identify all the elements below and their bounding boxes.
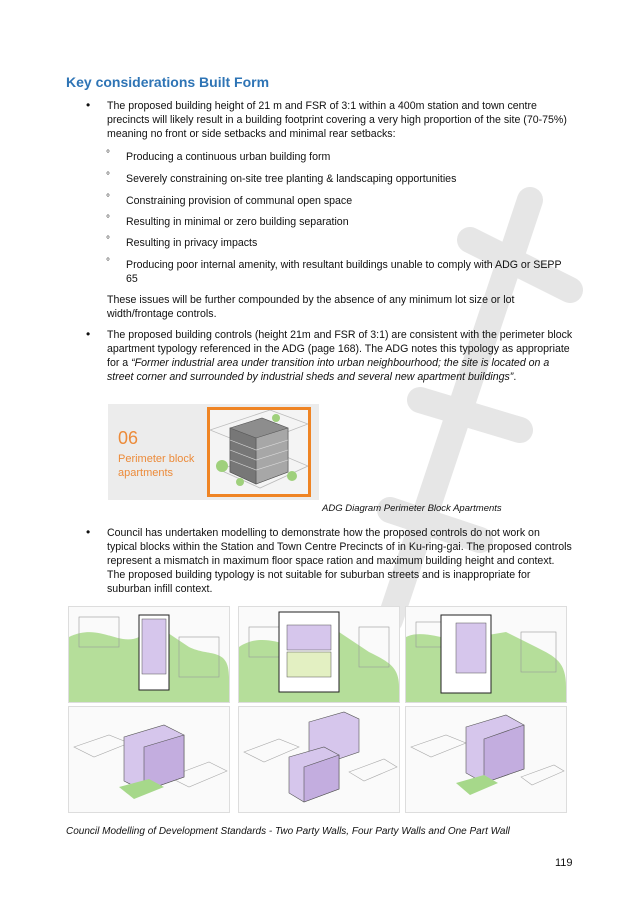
bullet-1-marker: • xyxy=(86,98,91,112)
adg-card-label: Perimeter block apartments xyxy=(118,452,208,480)
bullet-1-line: meaning no front or side setbacks and mi… xyxy=(107,128,396,140)
site-plan-2 xyxy=(239,611,399,702)
massing-thumbnail-3 xyxy=(405,706,567,813)
bullet-3-line: Council has undertaken modelling to demo… xyxy=(107,527,540,539)
bullet-2-line: apartment typology referenced in the ADG… xyxy=(107,343,570,355)
quote-run: “Former industrial area under transition… xyxy=(131,357,550,369)
bullet-3-text: Council has undertaken modelling to demo… xyxy=(107,526,589,596)
compound-paragraph: These issues will be further compounded … xyxy=(107,293,589,321)
plan-thumbnail-3 xyxy=(405,606,567,703)
compound-line: width/frontage controls. xyxy=(107,308,217,320)
plan-thumbnail-2 xyxy=(238,606,400,703)
massing-thumbnail-2 xyxy=(238,706,400,813)
sub-item-line: 65 xyxy=(126,273,138,285)
sub-marker: ° xyxy=(106,235,110,246)
sub-item: Resulting in minimal or zero building se… xyxy=(126,216,349,228)
page-number: 119 xyxy=(555,857,573,869)
sub-item: Severely constraining on-site tree plant… xyxy=(126,173,457,185)
bullet-2-line: The proposed building controls (height 2… xyxy=(107,329,573,341)
quote-run: street corner and surrounded by industri… xyxy=(107,371,514,383)
bullet-3-line: suburban infill context. xyxy=(107,583,213,595)
sub-marker: ° xyxy=(106,193,110,204)
sub-item: Resulting in privacy impacts xyxy=(126,237,258,249)
sub-marker: ° xyxy=(106,257,110,268)
massing-model-2 xyxy=(243,711,398,803)
bullet-1-line: The proposed building height of 21 m and… xyxy=(107,100,537,112)
bullet-3-line: represent a mismatch in maximum floor sp… xyxy=(107,555,555,567)
massing-thumbnail-1 xyxy=(68,706,230,813)
adg-caption: ADG Diagram Perimeter Block Apartments xyxy=(322,503,502,514)
compound-line: These issues will be further compounded … xyxy=(107,294,515,306)
plan-thumbnail-1 xyxy=(68,606,230,703)
sub-marker: ° xyxy=(106,171,110,182)
bullet-3-line: The proposed building typology is not su… xyxy=(107,569,531,581)
massing-model-1 xyxy=(73,724,228,799)
sub-item: Constraining provision of communal open … xyxy=(126,195,353,207)
sub-item: Producing a continuous urban building fo… xyxy=(126,151,331,163)
bullet-1-line: precincts will likely result in a buildi… xyxy=(107,114,567,126)
adg-label-line: Perimeter block xyxy=(118,453,195,465)
bullet-2-marker: • xyxy=(86,327,91,341)
sub-marker: ° xyxy=(106,149,110,160)
site-plan-3 xyxy=(406,614,566,702)
adg-label-line: apartments xyxy=(118,467,174,479)
text-run: . xyxy=(513,371,517,383)
text-run: for a xyxy=(107,357,132,369)
bullet-3-line: typical blocks within the Station and To… xyxy=(107,541,572,553)
bullet-1-text: The proposed building height of 21 m and… xyxy=(107,99,589,141)
sub-marker: ° xyxy=(106,214,110,225)
bullet-3-marker: • xyxy=(86,525,91,539)
adg-diagram-image xyxy=(207,407,311,497)
modelling-caption: Council Modelling of Development Standar… xyxy=(66,826,510,837)
perimeter-block-illustration xyxy=(210,410,308,489)
section-heading: Key considerations Built Form xyxy=(66,74,270,90)
massing-model-3 xyxy=(410,714,565,795)
site-plan-1 xyxy=(69,614,229,702)
bullet-2-text: The proposed building controls (height 2… xyxy=(107,328,589,384)
adg-card-number: 06 xyxy=(118,428,139,448)
sub-item-line: Producing poor internal amenity, with re… xyxy=(126,259,562,271)
bullet-2-line: for a “Former industrial area under tran… xyxy=(107,356,589,370)
sub-item: Producing poor internal amenity, with re… xyxy=(126,258,592,286)
bullet-2-line: street corner and surrounded by industri… xyxy=(107,370,589,384)
